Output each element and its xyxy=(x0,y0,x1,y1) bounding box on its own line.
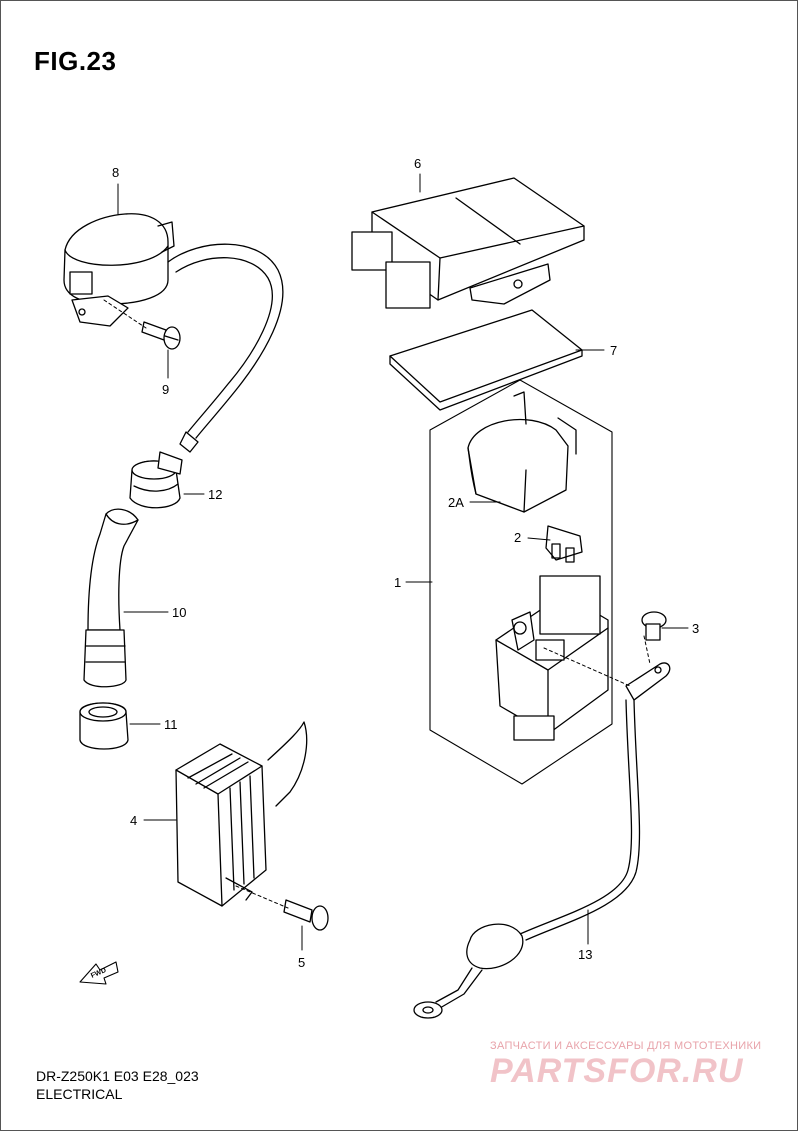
starter-relay-group-outline xyxy=(429,379,613,785)
leader-lines xyxy=(117,173,689,951)
part-fuse-2[interactable] xyxy=(545,525,583,563)
part-cdi-unit-6[interactable] xyxy=(351,177,585,309)
part-regulator-rectifier-4[interactable] xyxy=(175,721,308,907)
callout-2a: 2A xyxy=(448,495,464,510)
part-bolt-3[interactable] xyxy=(641,611,667,641)
part-starter-relay-1[interactable] xyxy=(495,575,609,741)
callout-13: 13 xyxy=(578,947,592,962)
callout-9: 9 xyxy=(162,382,169,397)
model-code: DR-Z250K1 E03 E28_023 xyxy=(36,1068,199,1084)
part-starter-motor-lead-13[interactable] xyxy=(413,662,671,1019)
callout-2: 2 xyxy=(514,530,521,545)
callout-11: 11 xyxy=(164,717,178,732)
callout-3: 3 xyxy=(692,621,699,636)
callout-12: 12 xyxy=(208,487,222,502)
watermark-logo: PARTSFOR.RU xyxy=(490,1052,744,1090)
part-ignition-coil[interactable] xyxy=(63,213,284,453)
part-spark-plug-cap-10[interactable] xyxy=(83,508,139,688)
section-name: ELECTRICAL xyxy=(36,1086,123,1102)
part-cap-seal-12[interactable] xyxy=(129,451,183,509)
part-grommet-11[interactable] xyxy=(79,702,129,750)
part-relay-cover-2a[interactable] xyxy=(467,391,577,513)
callout-10: 10 xyxy=(172,605,186,620)
callout-8: 8 xyxy=(112,165,119,180)
callout-6: 6 xyxy=(414,156,421,171)
callout-7: 7 xyxy=(610,343,617,358)
callout-5: 5 xyxy=(298,955,305,970)
watermark-tagline: ЗАПЧАСТИ И АКСЕССУАРЫ ДЛЯ МОТОТЕХНИКИ xyxy=(490,1040,762,1052)
callout-1: 1 xyxy=(394,575,401,590)
part-bolt-5[interactable] xyxy=(283,899,329,931)
callout-4: 4 xyxy=(130,813,137,828)
fwd-arrow-icon: FWD xyxy=(79,961,119,985)
part-cushion-pad-7[interactable] xyxy=(389,309,583,411)
assembly-lines xyxy=(103,299,651,909)
part-bolt-9[interactable] xyxy=(141,321,181,350)
figure-title: FIG.23 xyxy=(34,46,117,76)
